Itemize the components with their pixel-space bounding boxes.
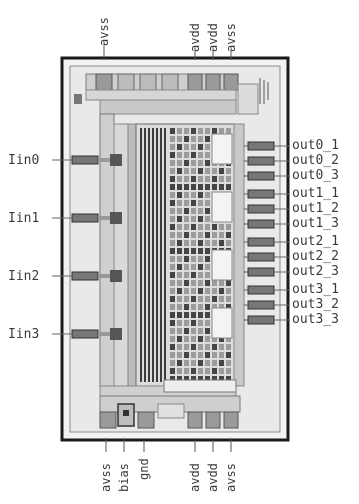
output-pad: [244, 171, 290, 181]
bottom-pad-gnd: [137, 411, 155, 429]
output-label: out1_3: [292, 216, 339, 231]
bottom-pad-avss: [99, 411, 117, 429]
output-label: out3_2: [292, 297, 339, 312]
pin-leads: [103, 44, 232, 452]
top-pin-avss-2: avss: [224, 23, 238, 52]
output-pad: [244, 156, 290, 166]
output-pad: [244, 141, 290, 151]
bottom-pad-avdd-2: [205, 411, 221, 429]
input-label-iin0: Iin0: [8, 153, 40, 168]
output-pad: [244, 315, 290, 325]
output-pads: [244, 141, 290, 325]
right-bus: [233, 123, 245, 387]
top-pad-avss-2: [223, 73, 239, 91]
output-pad: [244, 189, 290, 199]
input-label-iin1: Iin1: [8, 211, 40, 226]
output-label: out0_2: [292, 153, 339, 168]
output-pad: [244, 237, 290, 247]
top-pin-avdd-1: avdd: [188, 23, 202, 52]
bottom-pin-avdd-2: avdd: [206, 463, 220, 492]
input-label-iin3: Iin3: [8, 327, 40, 342]
input-pad: [52, 270, 122, 282]
output-pad: [244, 219, 290, 229]
output-label: out0_1: [292, 138, 339, 153]
bottom-pin-avss: avss: [99, 463, 113, 492]
top-pad-avdd-1: [187, 73, 203, 91]
input-pad: [52, 328, 122, 340]
input-pad: [52, 154, 122, 166]
core-transistor-array: [135, 123, 235, 387]
input-pad: [52, 212, 122, 224]
output-label: out3_1: [292, 282, 339, 297]
bottom-pad-avdd-1: [187, 411, 203, 429]
bottom-pin-bias: bias: [117, 463, 131, 492]
output-pad: [244, 252, 290, 262]
bottom-pin-avdd-1: avdd: [188, 463, 202, 492]
die-markings: [259, 78, 269, 104]
output-pad: [244, 285, 290, 295]
bottom-pad-avss-2: [223, 411, 239, 429]
output-label: out0_3: [292, 168, 339, 183]
top-pin-avss: avss: [97, 17, 111, 46]
output-label: out1_1: [292, 186, 339, 201]
output-label: out2_1: [292, 234, 339, 249]
input-pads: [52, 154, 122, 340]
output-pad: [244, 267, 290, 277]
bottom-pin-gnd: gnd: [137, 458, 151, 480]
bottom-pin-avss-2: avss: [224, 463, 238, 492]
output-label: out2_2: [292, 249, 339, 264]
bottom-pad-row: [99, 379, 241, 429]
top-pin-avdd-2: avdd: [206, 23, 220, 52]
output-pad: [244, 204, 290, 214]
output-label: out1_2: [292, 201, 339, 216]
top-pad-avdd-2: [205, 73, 221, 91]
top-pad-row: [74, 73, 259, 115]
input-label-iin2: Iin2: [8, 269, 40, 284]
top-pad-avss: [95, 73, 113, 91]
output-pad: [244, 300, 290, 310]
output-label: out3_3: [292, 312, 339, 327]
output-label: out2_3: [292, 264, 339, 279]
